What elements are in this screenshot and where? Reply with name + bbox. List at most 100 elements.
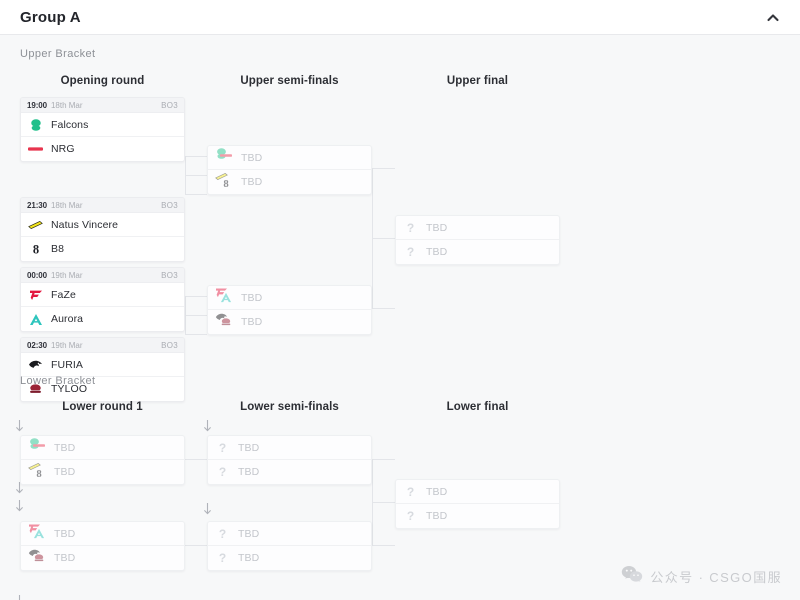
- team-row[interactable]: FURIA: [21, 353, 184, 377]
- team-row[interactable]: 8 B8: [21, 237, 184, 261]
- team-row[interactable]: Aurora: [21, 307, 184, 331]
- team-name: TBD: [238, 466, 260, 478]
- match-format: BO3: [161, 100, 178, 110]
- team-name: TBD: [241, 316, 263, 328]
- match-format: BO3: [161, 200, 178, 210]
- team-row[interactable]: FaZe: [21, 283, 184, 307]
- match-card[interactable]: ? TBD ? TBD: [395, 215, 560, 265]
- match-meta: 00:00 19th Mar BO3: [21, 268, 184, 283]
- navi-b8-placeholder-icon: 8: [28, 462, 48, 481]
- match-meta: 21:30 18th Mar BO3: [21, 198, 184, 213]
- team-name: TBD: [238, 441, 260, 454]
- team-row[interactable]: ? TBD: [396, 504, 559, 528]
- team-row[interactable]: ? TBD: [208, 436, 371, 460]
- team-name: TYLOO: [51, 383, 88, 395]
- match-card[interactable]: ? TBD ? TBD: [207, 435, 372, 485]
- faze-logo-icon: [28, 287, 43, 302]
- drop-arrow-icon: [15, 595, 24, 600]
- round-label-opening: Opening round: [60, 75, 145, 87]
- match-format: BO3: [161, 340, 178, 350]
- team-row[interactable]: TYLOO: [21, 377, 184, 401]
- connector: [372, 238, 395, 239]
- team-row[interactable]: ? TBD: [208, 460, 371, 484]
- team-row[interactable]: TBD: [21, 436, 184, 460]
- round-label-lower-round-1: Lower round 1: [62, 401, 143, 413]
- match-card[interactable]: TBD 8 TBD: [20, 435, 185, 485]
- match-time: 02:30: [27, 340, 47, 350]
- svg-text:8: 8: [223, 177, 228, 188]
- team-name: FURIA: [51, 358, 83, 371]
- match-card[interactable]: 19:00 18th Mar BO3 Falcons NRG: [20, 97, 185, 162]
- team-name: FaZe: [51, 288, 76, 301]
- match-card[interactable]: 00:00 19th Mar BO3 FaZe Aurora: [20, 267, 185, 332]
- question-mark-icon: ?: [406, 484, 415, 499]
- upper-bracket-label: Upper Bracket: [20, 48, 96, 60]
- drop-arrow-icon: [203, 420, 212, 433]
- team-name: TBD: [54, 552, 76, 564]
- match-meta: 02:30 19th Mar BO3: [21, 338, 184, 353]
- team-name: TBD: [54, 466, 76, 478]
- team-row[interactable]: NRG: [21, 137, 184, 161]
- faze-aurora-placeholder-icon: [28, 524, 48, 542]
- match-card[interactable]: 21:30 18th Mar BO3 Natus Vincere 8 B8: [20, 197, 185, 262]
- team-name: TBD: [238, 527, 260, 540]
- team-row[interactable]: TBD: [208, 286, 371, 310]
- team-name: Aurora: [51, 313, 84, 325]
- team-name: TBD: [426, 485, 448, 498]
- chevron-up-icon[interactable]: [766, 11, 780, 25]
- match-card[interactable]: TBD 8 TBD: [207, 145, 372, 195]
- falcons-nrg-placeholder-icon: [215, 148, 235, 166]
- round-label-lower-final: Lower final: [446, 401, 509, 413]
- team-row[interactable]: ? TBD: [396, 240, 559, 264]
- drop-arrow-icon: [203, 503, 212, 516]
- wechat-icon: [621, 565, 643, 588]
- team-name: TBD: [54, 441, 76, 454]
- connector: [185, 194, 207, 195]
- team-row[interactable]: TBD: [208, 146, 371, 170]
- drop-arrow-icon: [15, 500, 24, 513]
- falcons-nrg-placeholder-icon: [28, 438, 48, 456]
- question-mark-icon: ?: [218, 465, 227, 479]
- team-name: Natus Vincere: [51, 218, 119, 231]
- match-card[interactable]: ? TBD ? TBD: [395, 479, 560, 529]
- falcons-logo-icon: [28, 117, 43, 132]
- team-row[interactable]: 8 TBD: [208, 170, 371, 194]
- team-row[interactable]: ? TBD: [396, 480, 559, 504]
- question-mark-icon: ?: [406, 509, 415, 523]
- team-name: TBD: [241, 176, 263, 188]
- match-card[interactable]: ? TBD ? TBD: [207, 521, 372, 571]
- match-card[interactable]: TBD TBD: [207, 285, 372, 335]
- nrg-logo-icon: [28, 142, 43, 157]
- match-date: 19th Mar: [50, 340, 83, 350]
- faze-aurora-placeholder-icon: [215, 288, 235, 306]
- match-time: 19:00: [27, 100, 47, 110]
- team-name: TBD: [241, 151, 263, 164]
- match-card[interactable]: TBD TBD: [20, 521, 185, 571]
- bracket-canvas: Upper Bracket Opening round Upper semi-f…: [0, 35, 800, 600]
- connector: [185, 334, 207, 335]
- question-mark-icon: ?: [406, 245, 415, 259]
- question-mark-icon: ?: [218, 526, 227, 541]
- team-row[interactable]: ? TBD: [208, 546, 371, 570]
- question-mark-icon: ?: [218, 551, 227, 565]
- team-row[interactable]: ? TBD: [208, 522, 371, 546]
- group-header[interactable]: Group A: [0, 0, 800, 35]
- team-row[interactable]: TBD: [21, 546, 184, 570]
- match-card[interactable]: 02:30 19th Mar BO3 FURIA TYLOO: [20, 337, 185, 402]
- connector: [372, 168, 395, 169]
- team-row[interactable]: TBD: [21, 522, 184, 546]
- round-label-upper-final: Upper final: [446, 75, 509, 87]
- team-row[interactable]: 8 TBD: [21, 460, 184, 484]
- aurora-logo-icon: [28, 312, 43, 327]
- match-time: 00:00: [27, 270, 47, 280]
- connector: [185, 175, 207, 176]
- team-row[interactable]: Natus Vincere: [21, 213, 184, 237]
- round-label-upper-semis: Upper semi-finals: [240, 75, 339, 87]
- team-row[interactable]: TBD: [208, 310, 371, 334]
- navi-b8-placeholder-icon: 8: [215, 172, 235, 191]
- team-row[interactable]: ? TBD: [396, 216, 559, 240]
- team-name: TBD: [241, 291, 263, 304]
- team-row[interactable]: Falcons: [21, 113, 184, 137]
- furia-tyloo-placeholder-icon: [28, 549, 48, 567]
- natus-vincere-logo-icon: [28, 217, 43, 232]
